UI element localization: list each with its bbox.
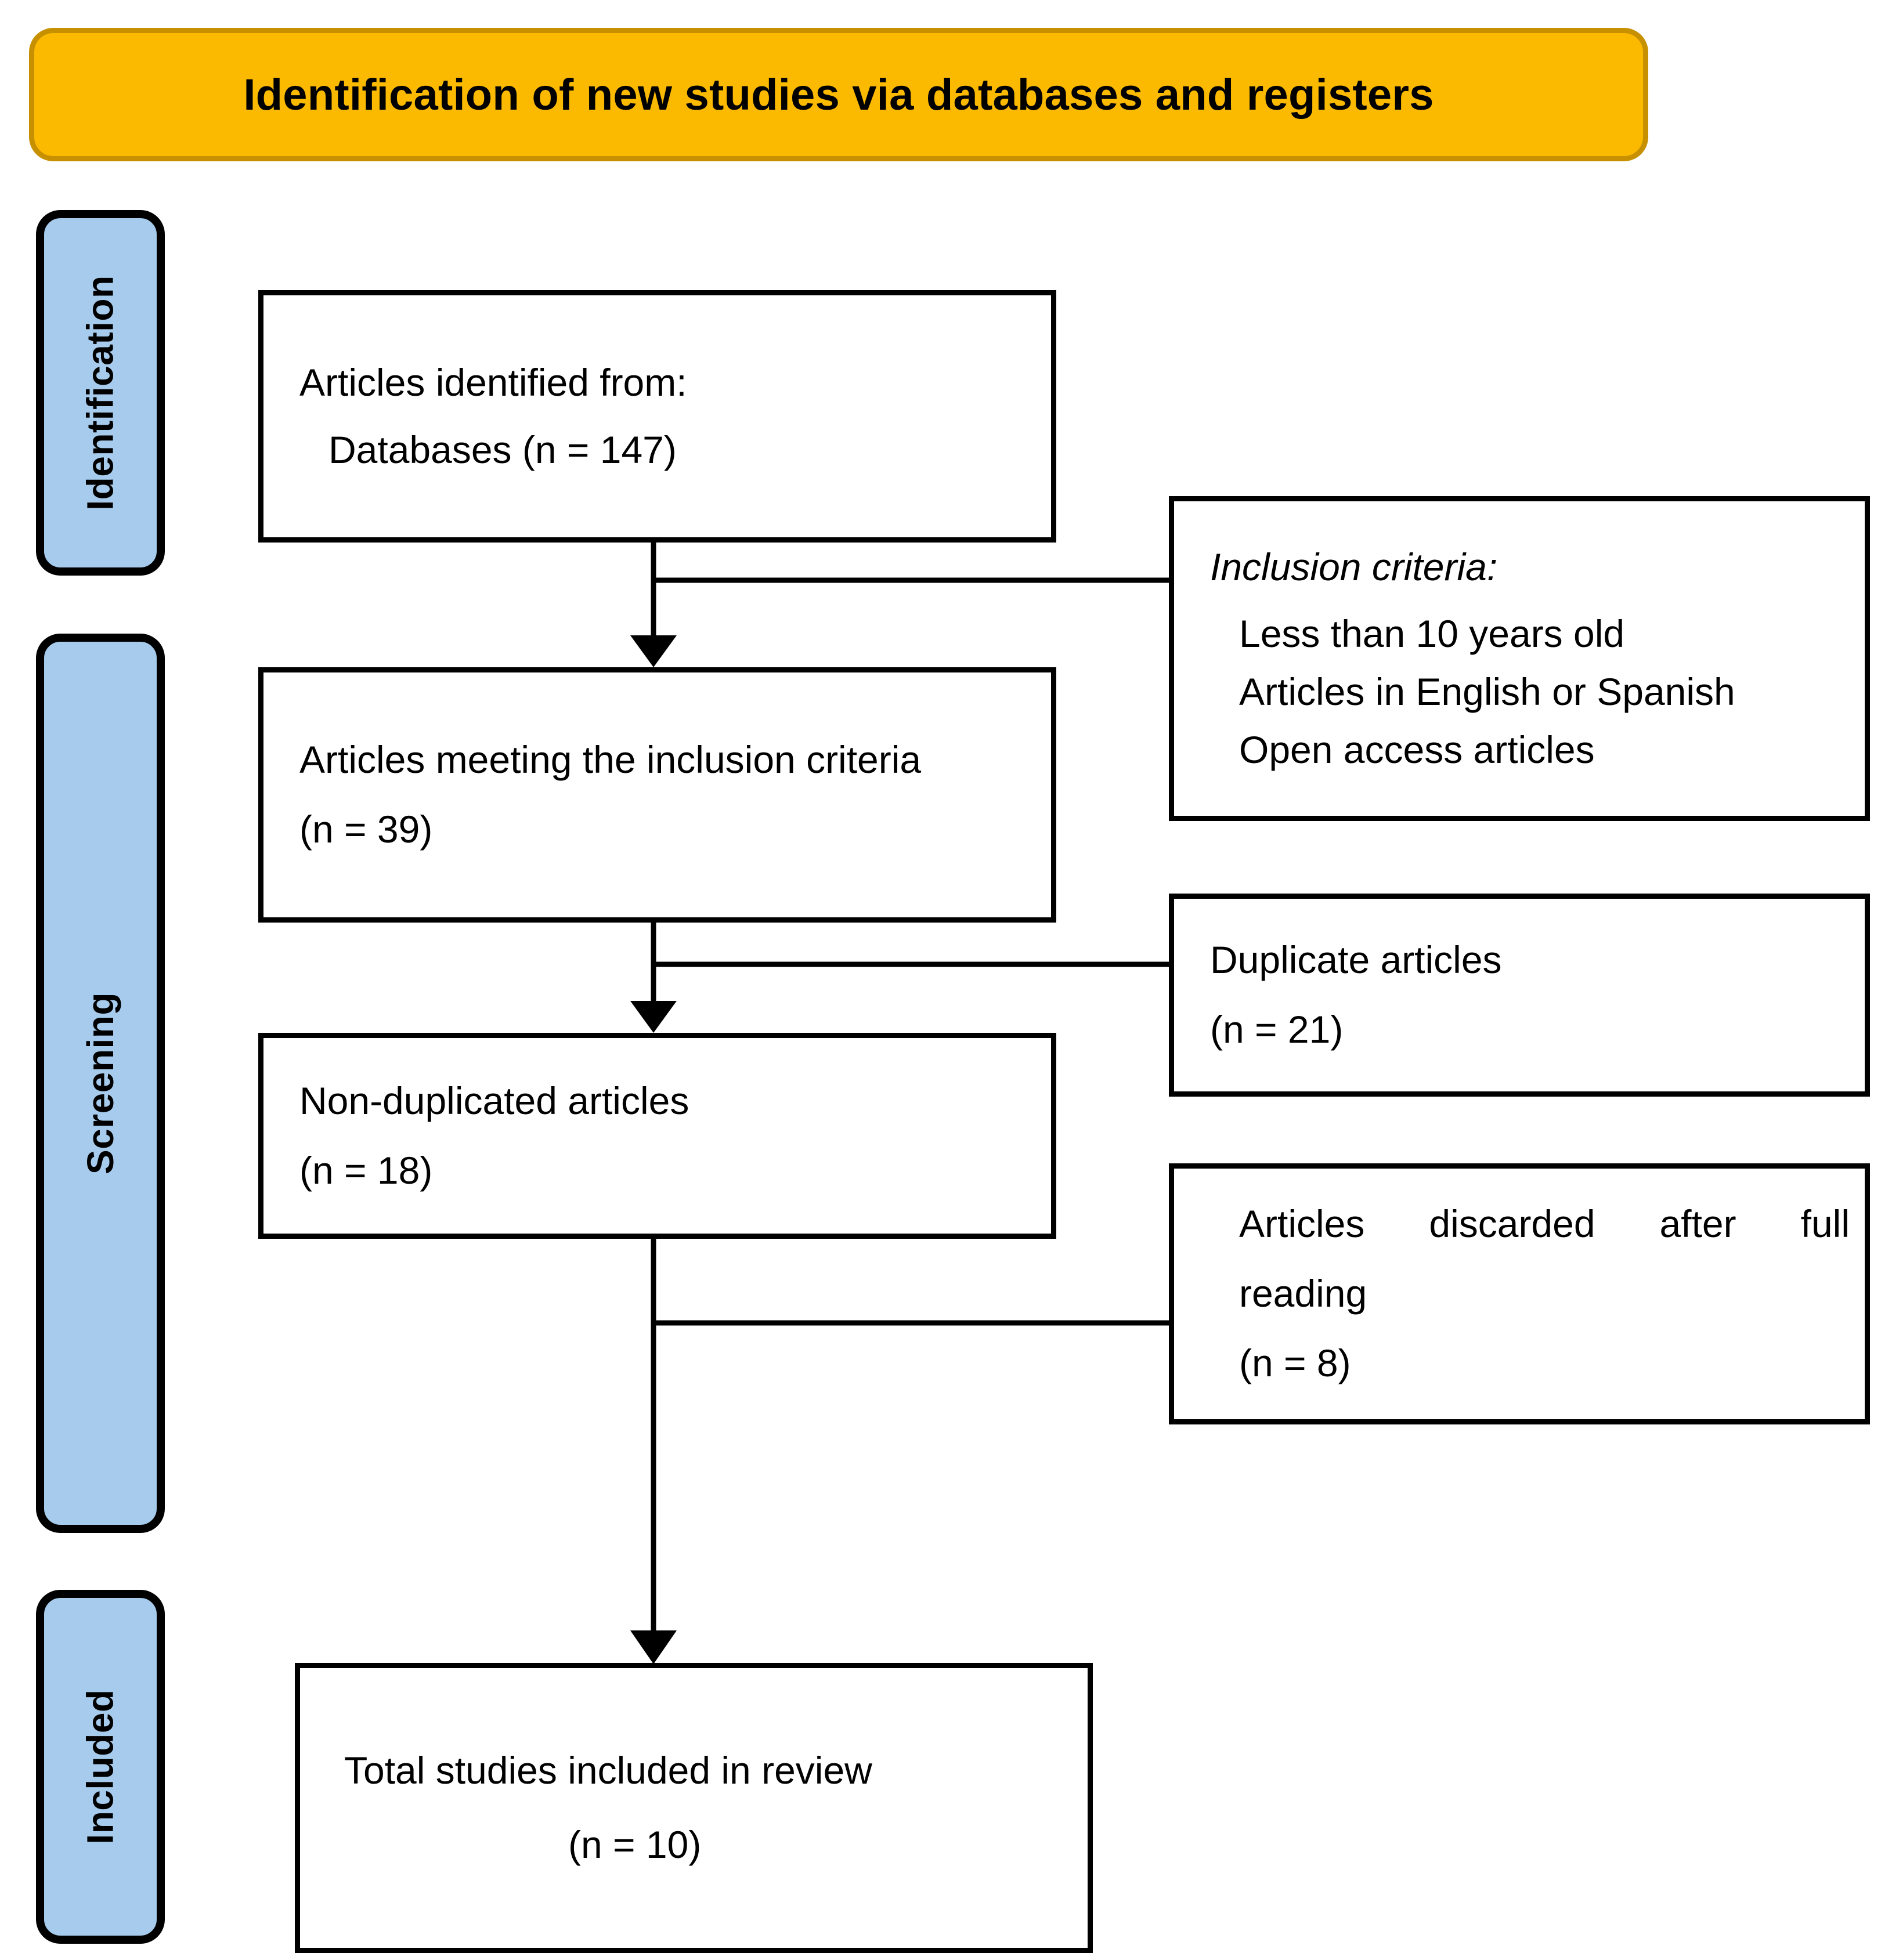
box-articles-meeting-criteria-line2: (n = 39): [299, 808, 433, 851]
box-discarded-articles-word-1: discarded: [1429, 1202, 1595, 1246]
box-inclusion-criteria-item-1: Articles in English or Spanish: [1239, 670, 1735, 713]
box-duplicate-articles-line1: Duplicate articles: [1210, 938, 1502, 982]
box-articles-identified-line2: Databases (n = 147): [328, 428, 677, 471]
diagram-header-banner: Identification of new studies via databa…: [29, 28, 1648, 161]
connector-nonduplicated-to-total: [630, 1239, 677, 1664]
box-inclusion-criteria-item-2: Open access articles: [1239, 728, 1595, 772]
box-duplicate-articles: Duplicate articles (n = 21): [1169, 894, 1870, 1097]
stage-label-included: Included: [36, 1590, 165, 1944]
box-inclusion-criteria-item-0: Less than 10 years old: [1239, 612, 1625, 655]
box-discarded-articles: Articles discarded after full reading (n…: [1169, 1163, 1870, 1424]
connector-meeting-to-nonduplicated: [630, 923, 677, 1033]
box-discarded-articles-line2: reading: [1239, 1272, 1367, 1315]
box-discarded-articles-line1: Articles discarded after full: [1174, 1197, 1865, 1252]
box-articles-identified: Articles identified from: Databases (n =…: [258, 290, 1056, 543]
stage-label-screening: Screening: [36, 634, 165, 1533]
page-title: Identification of new studies via databa…: [243, 70, 1434, 120]
box-discarded-articles-word-0: Articles: [1239, 1202, 1365, 1246]
box-total-studies-included-line2: (n = 10): [568, 1823, 702, 1866]
box-non-duplicated-articles-line1: Non-duplicated articles: [299, 1079, 689, 1122]
stage-label-identification-text: Identification: [80, 275, 121, 511]
box-non-duplicated-articles: Non-duplicated articles (n = 18): [258, 1033, 1056, 1239]
box-inclusion-criteria: Inclusion criteria: Less than 10 years o…: [1169, 496, 1870, 821]
box-non-duplicated-articles-line2: (n = 18): [299, 1148, 433, 1192]
connector-identified-to-meeting: [630, 543, 677, 667]
box-articles-identified-line1: Articles identified from:: [299, 360, 687, 404]
box-discarded-articles-line3: (n = 8): [1239, 1341, 1351, 1384]
stage-label-included-text: Included: [80, 1689, 121, 1845]
box-total-studies-included-line1: Total studies included in review: [344, 1749, 872, 1792]
box-articles-meeting-criteria: Articles meeting the inclusion criteria …: [258, 667, 1056, 923]
box-discarded-articles-word-2: after: [1659, 1202, 1736, 1246]
box-duplicate-articles-line2: (n = 21): [1210, 1008, 1344, 1051]
box-articles-meeting-criteria-line1: Articles meeting the inclusion criteria: [299, 738, 922, 782]
stage-label-identification: Identification: [36, 210, 165, 576]
stage-label-screening-text: Screening: [80, 992, 121, 1174]
box-discarded-articles-word-3: full: [1800, 1202, 1850, 1246]
box-inclusion-criteria-heading: Inclusion criteria:: [1210, 545, 1498, 589]
box-total-studies-included: Total studies included in review (n = 10…: [295, 1663, 1093, 1953]
